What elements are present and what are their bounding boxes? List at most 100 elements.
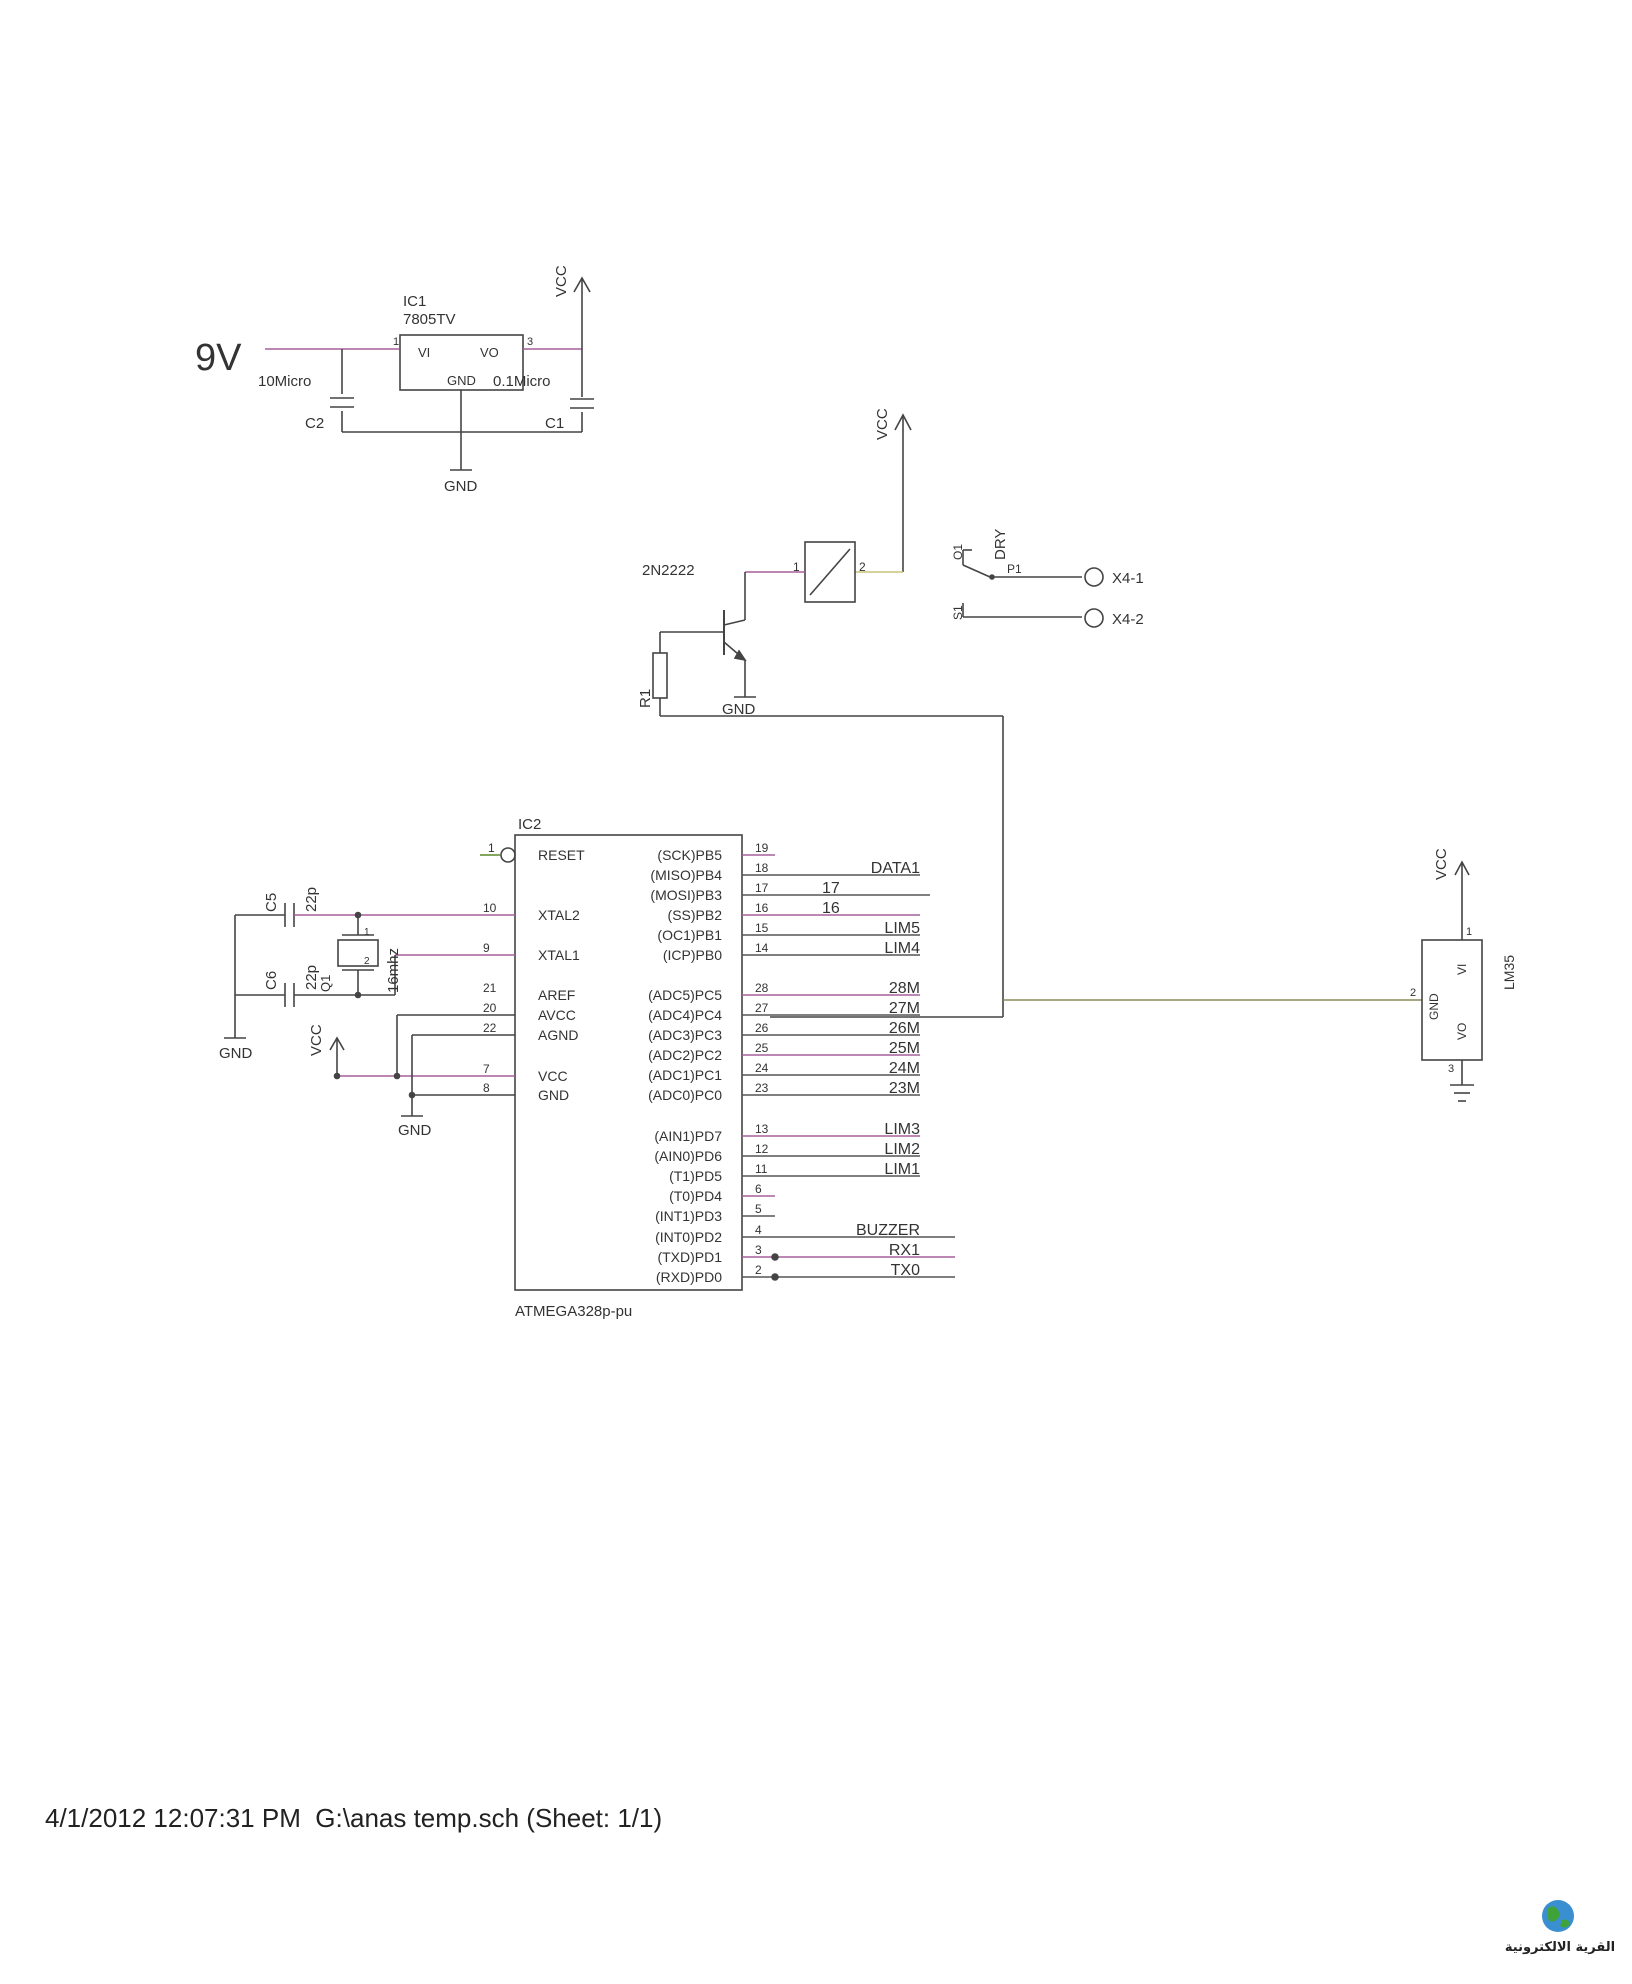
mcu-net-label: 26M [889, 1020, 920, 1037]
sensor-pin1: 1 [1466, 926, 1472, 938]
q1-ref: Q1 [318, 975, 333, 992]
mcu-left-pin-number: 22 [483, 1021, 497, 1035]
mcu-right-pin-name: (ICP)PB0 [663, 947, 722, 963]
mcu-left-pin-name: RESET [538, 847, 585, 863]
vcc-arrow-icon [329, 1036, 345, 1051]
mcu-right-pin-number: 15 [755, 921, 769, 935]
resistor-r1 [652, 652, 668, 699]
mcu-net-label: 24M [889, 1060, 920, 1077]
mcu-right-pin-name: (OC1)PB1 [657, 927, 722, 943]
sensor-vcc-label: VCC [1433, 848, 1450, 880]
mcu-right-pin-number: 2 [755, 1263, 762, 1277]
crystal-q1 [337, 939, 379, 967]
sensor-pin-vo: VO [1455, 1023, 1469, 1040]
mcu-net-label: 17 [822, 880, 840, 897]
ic1-pin1: 1 [393, 336, 399, 348]
ic1-part: 7805TV [403, 311, 456, 328]
mcu-left-pin-number: 20 [483, 1001, 497, 1015]
mcu-left-pin-name: XTAL2 [538, 907, 580, 923]
mcu-right-pin-name: (MOSI)PB3 [650, 887, 722, 903]
switch-label: DRY [992, 529, 1009, 560]
mcu-right-pin-number: 6 [755, 1182, 762, 1196]
globe-icon [1542, 1900, 1574, 1932]
mcu-net-label: 27M [889, 1000, 920, 1017]
q1-value: 16mhz [385, 948, 402, 993]
mcu-right-pin-number: 23 [755, 1081, 769, 1095]
mcu-net-label: BUZZER [856, 1222, 920, 1239]
mcu-right-pin-name: (TXD)PD1 [657, 1249, 722, 1265]
mcu-left-pin-number: 9 [483, 941, 490, 955]
sensor-pin-gnd: GND [1427, 993, 1441, 1020]
mcu-right-pin-name: (ADC1)PC1 [648, 1067, 722, 1083]
relay-vcc-label: VCC [874, 408, 891, 440]
c1-value: 0.1Micro [493, 373, 551, 390]
input-voltage-note: 9V [195, 337, 242, 379]
sensor-pin2: 2 [1410, 987, 1416, 999]
sensor-pin3: 3 [1448, 1063, 1454, 1075]
mcu-left-pin-name: GND [538, 1087, 569, 1103]
q1-pin2: 2 [364, 956, 370, 967]
mcu-right-pin-name: (SCK)PB5 [657, 847, 722, 863]
mcu-net-label: RX1 [889, 1242, 920, 1259]
ic2-body [514, 834, 743, 1291]
mcu-left-pin-name: VCC [538, 1068, 568, 1084]
mcu-right-pin-number: 26 [755, 1021, 769, 1035]
mcu-right-pin-name: (ADC5)PC5 [648, 987, 722, 1003]
logo-text: القرية الالكترونية [1504, 1940, 1616, 1955]
resistor-ref: R1 [637, 689, 654, 708]
ic1-pin3: 3 [527, 336, 533, 348]
mcu-net-label: TX0 [891, 1262, 920, 1279]
ic1-vcc-label: VCC [553, 265, 570, 297]
mcu-left-pin-name: AREF [538, 987, 575, 1003]
mcu-net-label: LIM4 [884, 940, 920, 957]
regulator-block [265, 276, 594, 471]
mcu-vcc-label: VCC [308, 1024, 325, 1056]
c5-value: 22p [303, 887, 320, 912]
mcu-left-pin-number: 1 [488, 841, 495, 855]
mcu-net-label: DATA1 [871, 860, 920, 877]
mcu-right-pin-number: 5 [755, 1202, 762, 1216]
crystal-gnd-label: GND [219, 1045, 253, 1062]
switch-s1: S1 [951, 605, 965, 620]
relay-pin1: 1 [793, 560, 800, 574]
c1-ref: C1 [545, 415, 564, 432]
vcc-arrow-icon [573, 276, 591, 293]
mcu-right-pin-name: (RXD)PD0 [656, 1269, 722, 1285]
c6-ref: C6 [263, 971, 280, 990]
terminal-x4-1 [1084, 567, 1104, 587]
mcu-right-pin-name: (AIN1)PD7 [654, 1128, 722, 1144]
print-footer: 4/1/2012 12:07:31 PM G:\anas temp.sch (S… [45, 1803, 663, 1833]
sensor-ref: LM35 [1501, 955, 1517, 990]
mcu-net-label: LIM3 [884, 1121, 920, 1138]
relay-pin2: 2 [859, 560, 866, 574]
mcu-net-label: 23M [889, 1080, 920, 1097]
mcu-net-label: 25M [889, 1040, 920, 1057]
mcu-left-pin-number: 21 [483, 981, 497, 995]
mcu-right-pin-number: 28 [755, 981, 769, 995]
mcu-right-pin-number: 12 [755, 1142, 769, 1156]
mcu-left-pin-name: XTAL1 [538, 947, 580, 963]
reset-bubble-icon [500, 847, 516, 863]
mcu-right-pin-name: (SS)PB2 [668, 907, 723, 923]
sensor-pin-vi: VI [1455, 964, 1469, 975]
mcu-gnd-label: GND [398, 1122, 432, 1139]
ic1-pin-gnd: GND [447, 373, 476, 388]
mcu-block [480, 834, 955, 1291]
c5-ref: C5 [263, 893, 280, 912]
mcu-right-pin-name: (ADC0)PC0 [648, 1087, 722, 1103]
mcu-right-pin-number: 13 [755, 1122, 769, 1136]
relay-driver-block [652, 413, 1104, 1018]
mcu-right-pin-number: 16 [755, 901, 769, 915]
transistor-part: 2N2222 [642, 562, 695, 579]
mcu-net-label: LIM5 [884, 920, 920, 937]
terminal-x4-2 [1084, 608, 1104, 628]
sensor-block [1003, 860, 1483, 1102]
mcu-net-label: 28M [889, 980, 920, 997]
switch-p1: P1 [1007, 562, 1022, 576]
terminal-x4-1-label: X4-1 [1112, 570, 1144, 587]
mcu-right-pin-number: 14 [755, 941, 769, 955]
mcu-net-label: 16 [822, 900, 840, 917]
mcu-right-pin-name: (AIN0)PD6 [654, 1148, 722, 1164]
mcu-right-pin-number: 11 [755, 1162, 768, 1176]
